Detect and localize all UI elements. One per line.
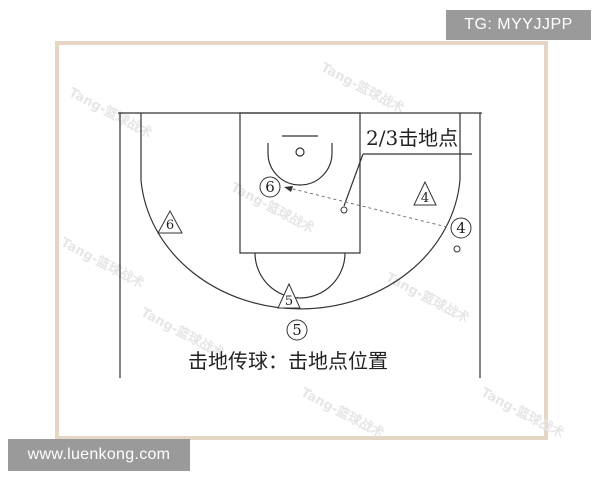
watermark-8: Tang-篮球战术	[478, 384, 567, 441]
player-6-circle-shape	[259, 176, 281, 198]
player-4-triangle-label: 4	[421, 191, 429, 206]
restricted-arc	[267, 143, 333, 186]
bounce-point	[340, 206, 348, 214]
court-lines	[118, 112, 482, 378]
player-4-triangle-shape	[413, 180, 437, 206]
player-5-triangle-shape	[277, 282, 301, 309]
pass-arrowhead	[284, 186, 293, 192]
players: 6 4 4 6 5 5	[157, 176, 472, 341]
watermarks: Tang-篮球战术 Tang-篮球战术 Tang-篮球战术 Tang-篮球战术 …	[58, 59, 567, 441]
player-5-circle-shape	[286, 319, 308, 341]
bounce-point-callout: 2/3击地点	[366, 126, 458, 150]
free-throw-circle	[254, 252, 346, 299]
watermark-5: Tang-篮球战术	[383, 269, 472, 326]
player-5-circle-label: 5	[292, 321, 302, 339]
picture-frame	[55, 41, 548, 440]
watermark-2: Tang-篮球战术	[318, 59, 407, 116]
watermark-7: Tang-篮球战术	[298, 384, 387, 441]
player-4-circle-label: 4	[456, 219, 466, 237]
watermark-4: Tang-篮球战术	[58, 234, 147, 291]
player-6-triangle-label: 6	[166, 218, 174, 233]
website-badge: www.luenkong.com	[8, 439, 190, 471]
callout-leader	[343, 153, 364, 207]
hoop	[295, 147, 305, 157]
player-6-triangle-shape	[157, 209, 183, 234]
player-6-circle-label: 6	[265, 178, 275, 196]
diagram-caption: 击地传球：击地点位置	[188, 349, 388, 373]
three-point-arc	[140, 179, 461, 310]
ball	[453, 245, 461, 253]
paint-area	[239, 112, 361, 254]
player-4-circle-shape	[450, 217, 472, 239]
telegram-badge: TG: MYYJJPP	[446, 10, 591, 40]
player-5-triangle-label: 5	[285, 294, 293, 309]
